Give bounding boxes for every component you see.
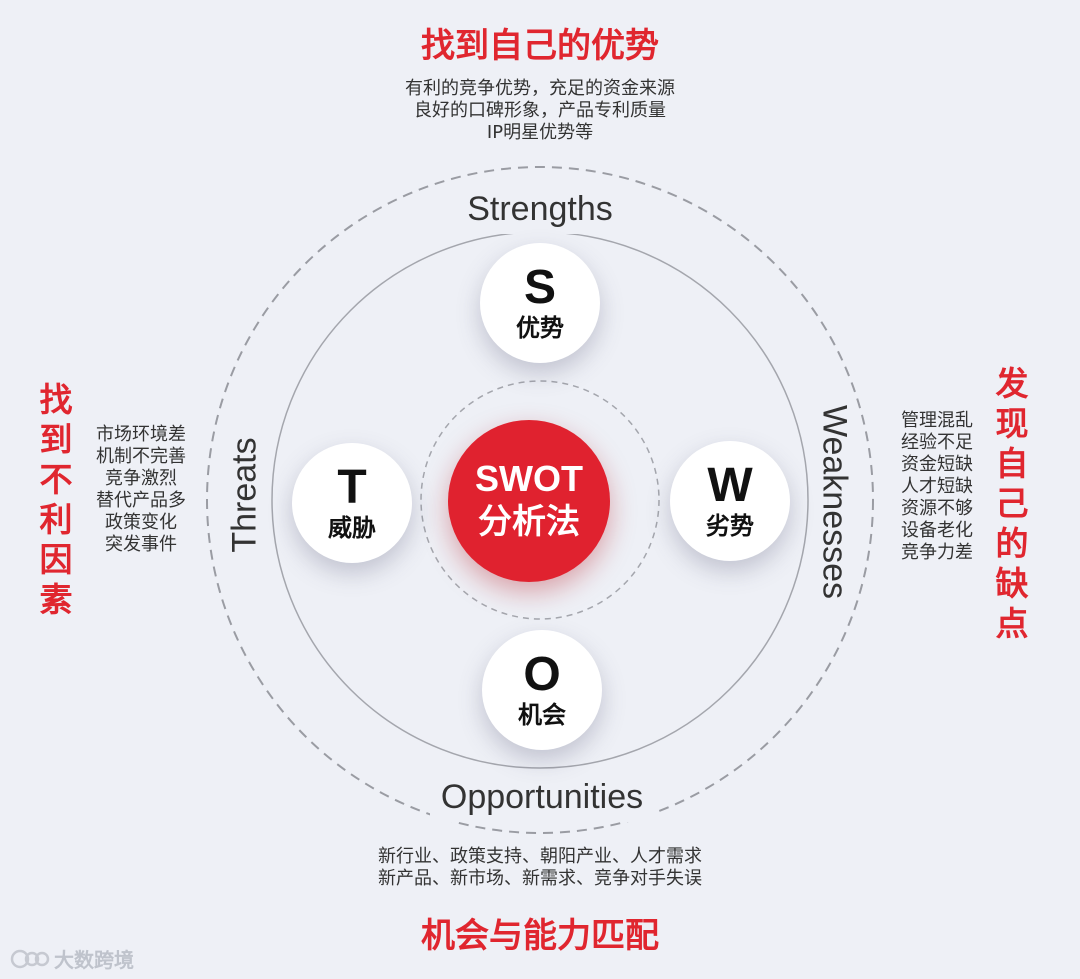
node-threats: T 威胁 (292, 443, 412, 563)
list-item: 机制不完善 (96, 446, 186, 467)
swot-center-circle: SWOT 分析法 (448, 420, 610, 582)
bottom-title: 机会与能力匹配 (421, 916, 659, 956)
left-title: 找到不利因素 (39, 380, 73, 619)
list-item: 竞争激烈 (105, 468, 177, 489)
inner-dashed-ring (420, 380, 660, 620)
top-note-line: 良好的口碑形象，产品专利质量 (414, 100, 666, 121)
node-letter: S (523, 261, 556, 314)
top-note-line: 有利的竞争优势，充足的资金来源 (405, 78, 675, 99)
node-label: 机会 (518, 701, 566, 729)
label-mask (430, 776, 654, 822)
threats-label: Threats (225, 437, 264, 553)
node-label: 劣势 (706, 512, 754, 540)
bottom-note-line: 新产品、新市场、新需求、竞争对手失误 (378, 868, 702, 889)
node-opportunities: O 机会 (482, 630, 602, 750)
right-factor-list: 管理混乱 经验不足 资金短缺 人才短缺 资源不够 设备老化 竞争力差 (882, 410, 992, 564)
node-label: 威胁 (328, 514, 376, 542)
watermark-logo-icon (10, 949, 50, 968)
list-item: 政策变化 (105, 512, 177, 533)
outer-dashed-ring (206, 166, 874, 834)
node-weaknesses: W 劣势 (670, 441, 790, 561)
left-factor-list: 市场环境差 机制不完善 竞争激烈 替代产品多 政策变化 突发事件 (86, 424, 196, 556)
strengths-label: Strengths (467, 190, 613, 228)
watermark: 大数跨境 (10, 944, 134, 973)
node-label: 优势 (516, 314, 564, 342)
list-item: 人才短缺 (901, 476, 973, 497)
top-notes: 有利的竞争优势，充足的资金来源 良好的口碑形象，产品专利质量 IP明星优势等 (0, 78, 1080, 144)
node-letter: T (337, 461, 367, 514)
list-item: 管理混乱 (901, 410, 973, 431)
label-mask (462, 188, 622, 234)
opportunities-label: Opportunities (440, 778, 644, 816)
node-letter: O (523, 648, 561, 701)
center-title-cn: 分析法 (478, 502, 580, 542)
list-item: 资源不够 (901, 498, 973, 519)
watermark-text: 大数跨境 (54, 948, 134, 972)
list-item: 竞争力差 (901, 542, 973, 563)
bottom-note-line: 新行业、政策支持、朝阳产业、人才需求 (378, 846, 702, 867)
list-item: 设备老化 (901, 520, 973, 541)
top-note-line: IP明星优势等 (486, 122, 594, 143)
node-letter: W (707, 459, 753, 512)
node-strengths: S 优势 (480, 243, 600, 363)
weaknesses-label: Weaknesses (815, 404, 854, 600)
list-item: 经验不足 (901, 432, 973, 453)
list-item: 替代产品多 (96, 490, 186, 511)
list-item: 市场环境差 (96, 424, 186, 445)
top-title: 找到自己的优势 (421, 26, 659, 66)
list-item: 资金短缺 (901, 454, 973, 475)
bottom-notes: 新行业、政策支持、朝阳产业、人才需求 新产品、新市场、新需求、竞争对手失误 (0, 846, 1080, 890)
list-item: 突发事件 (105, 534, 177, 555)
right-title: 发现自己的缺点 (995, 364, 1029, 643)
center-title-en: SWOT (475, 458, 583, 499)
